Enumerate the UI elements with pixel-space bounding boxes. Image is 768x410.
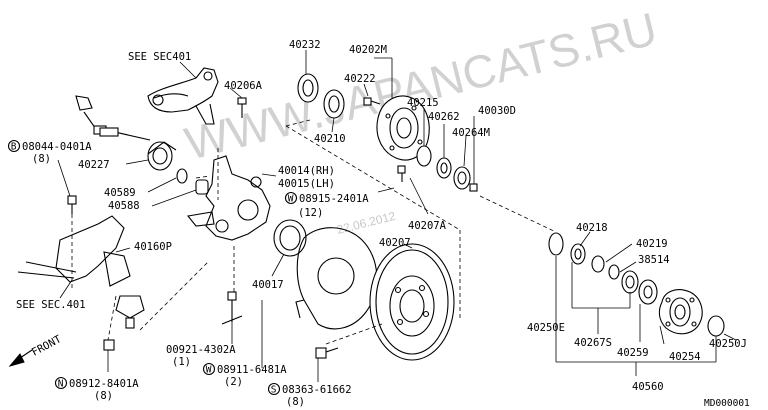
label-40259: 40259 <box>617 347 649 359</box>
label-40206a: 40206A <box>224 80 263 92</box>
bolt-08911 <box>221 291 243 325</box>
hub-assembly-40560 <box>658 289 703 335</box>
label-40017: 40017 <box>252 279 284 291</box>
label-08044-qty: (8) <box>32 153 51 165</box>
lockwasher-40264m <box>453 166 471 190</box>
screw-40030d <box>469 183 478 192</box>
front-arrow <box>8 349 33 367</box>
label-40588: 40588 <box>108 200 140 212</box>
hub-40202m <box>376 95 430 161</box>
cap-40250j <box>707 315 725 337</box>
label-40207: 40207 <box>379 237 411 249</box>
dust-cover-plate <box>295 227 378 330</box>
label-40232: 40232 <box>289 39 321 51</box>
bolt-08363 <box>315 347 339 359</box>
label-40267s: 40267S <box>574 337 612 349</box>
washer-40262 <box>436 157 452 179</box>
dust-seal-40017 <box>273 219 307 257</box>
label-40250e: 40250E <box>527 322 565 334</box>
circle-n-08912: N <box>54 376 68 390</box>
svg-text:W: W <box>288 194 294 205</box>
date-stamp: 22.06.2012 <box>335 209 397 237</box>
label-08044-0401a: 08044-0401A <box>22 141 92 153</box>
label-40254: 40254 <box>669 351 701 363</box>
label-40222: 40222 <box>344 73 376 85</box>
label-40250j: 40250J <box>709 338 747 350</box>
snap-ring-40250e <box>548 232 564 256</box>
bolt-08044 <box>67 195 77 214</box>
seal-40232 <box>297 73 319 103</box>
label-40264m: 40264M <box>452 127 490 139</box>
upper-link-arm <box>147 67 219 125</box>
circle-w-08915: W <box>284 191 298 205</box>
bearing-40210 <box>323 89 345 119</box>
bearing-40267s <box>621 270 639 294</box>
label-08912-qty: (8) <box>94 390 113 402</box>
label-40560: 40560 <box>632 381 664 393</box>
label-08915-qty: (12) <box>298 207 323 219</box>
svg-text:S: S <box>271 385 277 396</box>
bearing-40215 <box>416 145 432 167</box>
nut-08912 <box>103 339 115 351</box>
steering-knuckle <box>186 155 271 241</box>
circle-w-08911: W <box>202 362 216 376</box>
circle-s-08363: S <box>267 382 281 396</box>
brake-rotor-40207 <box>369 243 455 361</box>
label-40589: 40589 <box>104 187 136 199</box>
label-40262: 40262 <box>428 111 460 123</box>
svg-text:N: N <box>58 379 64 390</box>
assembly-guide-lines <box>71 119 557 345</box>
washer-40219 <box>591 255 605 273</box>
label-40215: 40215 <box>407 97 439 109</box>
spacer-40588 <box>195 179 209 195</box>
label-40030d: 40030D <box>478 105 516 117</box>
svg-text:B: B <box>11 142 17 153</box>
label-08363-61662: 08363-61662 <box>282 384 352 396</box>
label-38514: 38514 <box>638 254 670 266</box>
ring-38514 <box>608 264 620 280</box>
label-00921-qty: (1) <box>172 356 191 368</box>
label-08911-qty: (2) <box>224 376 243 388</box>
bearing-40227 <box>147 141 177 171</box>
label-see-sec401-bottom: SEE SEC.401 <box>16 299 86 311</box>
label-08911-6481a: 08911-6481A <box>217 364 287 376</box>
seal-40589 <box>176 168 188 184</box>
bolt-40207a <box>397 165 406 182</box>
label-08915-2401a: 08915-2401A <box>299 193 369 205</box>
svg-text:W: W <box>206 365 212 376</box>
label-00921-4302a: 00921-4302A <box>166 344 236 356</box>
label-40015-lh: 40015(LH) <box>278 178 335 190</box>
label-40210: 40210 <box>314 133 346 145</box>
circle-b-08044: B <box>7 139 21 153</box>
label-front: FRONT <box>30 333 64 359</box>
group-bracket-40560 <box>555 262 717 376</box>
label-40160p: 40160P <box>134 241 172 253</box>
label-40227: 40227 <box>78 159 110 171</box>
label-40202m: 40202M <box>349 44 387 56</box>
label-see-sec401-top: SEE SEC401 <box>128 51 191 63</box>
label-40219: 40219 <box>636 238 668 250</box>
label-40014-rh: 40014(RH) <box>278 165 335 177</box>
bolt-40222 <box>363 97 381 106</box>
label-40218: 40218 <box>576 222 608 234</box>
label-08363-qty: (8) <box>286 396 305 408</box>
lower-arm-40160p <box>17 215 131 287</box>
seal-40218 <box>570 243 586 265</box>
diagram-code: MD000001 <box>704 398 750 409</box>
ball-joint <box>115 295 145 329</box>
leader-see-sec401 <box>179 61 197 79</box>
label-08912-8401a: 08912-8401A <box>69 378 139 390</box>
bearing-40259 <box>638 279 658 305</box>
label-40207a: 40207A <box>408 220 447 232</box>
upper-pivot-shaft <box>75 95 151 141</box>
